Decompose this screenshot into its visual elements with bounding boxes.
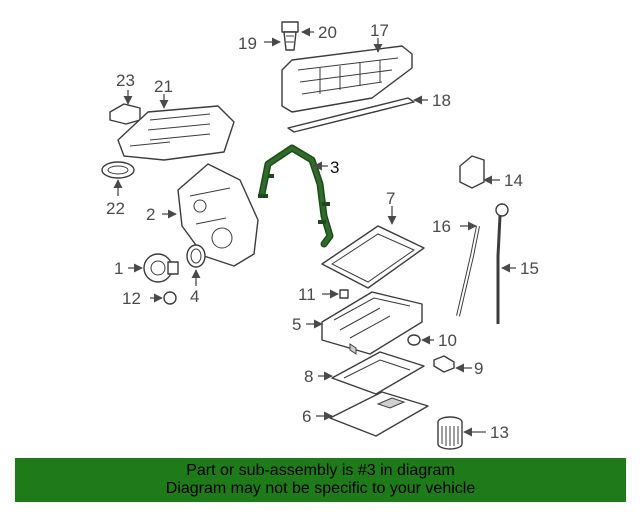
callout-2: 2 [146, 205, 155, 224]
callout-4: 4 [190, 287, 199, 306]
callout-labels: 19 20 17 18 23 21 22 2 3 7 1 4 12 11 5 1… [106, 21, 539, 442]
callout-6: 6 [302, 407, 311, 426]
part-16-tube[interactable] [456, 225, 480, 317]
callout-8: 8 [304, 367, 313, 386]
callout-14: 14 [504, 171, 523, 190]
part-9-bolt[interactable] [433, 355, 455, 373]
info-banner: Part or sub-assembly is #3 in diagram Di… [15, 458, 626, 502]
callout-15: 15 [520, 259, 539, 278]
callout-12: 12 [122, 289, 141, 308]
part-10-plug[interactable] [407, 334, 421, 346]
callout-23: 23 [116, 71, 135, 90]
part-5-oil-pan[interactable] [321, 291, 423, 355]
banner-line-2: Diagram may not be specific to your vehi… [165, 480, 476, 497]
part-7-pan-gasket[interactable] [321, 225, 425, 289]
callout-20: 20 [318, 23, 337, 42]
part-21-intake-manifold[interactable] [117, 105, 235, 161]
callout-11: 11 [298, 285, 316, 304]
callout-3: 3 [330, 158, 339, 177]
callout-7: 7 [386, 189, 395, 208]
banner-line-1: Part or sub-assembly is #3 in diagram [186, 462, 455, 479]
part-3-gasket-highlighted[interactable] [258, 144, 334, 248]
part-15-dipstick[interactable] [495, 203, 509, 324]
part-8-baffle[interactable] [331, 351, 425, 395]
callout-16: 16 [432, 217, 451, 236]
part-22-seal[interactable] [101, 161, 135, 179]
callout-9: 9 [474, 359, 483, 378]
part-13-oil-filter[interactable] [437, 416, 463, 450]
callout-18: 18 [432, 91, 451, 110]
callout-1: 1 [114, 259, 123, 278]
callout-13: 13 [490, 423, 509, 442]
part-14-bracket[interactable] [459, 155, 485, 189]
part-4-seal[interactable] [186, 244, 206, 268]
part-1-balancer[interactable] [143, 253, 179, 283]
callout-10: 10 [438, 331, 457, 350]
part-20-cap[interactable] [281, 21, 299, 51]
callout-21: 21 [154, 77, 173, 96]
callout-5: 5 [292, 315, 301, 334]
part-2-timing-cover[interactable] [177, 163, 259, 267]
part-6-tray[interactable] [329, 391, 429, 437]
callout-17: 17 [370, 21, 389, 40]
callout-22: 22 [106, 199, 125, 218]
callout-19: 19 [238, 34, 257, 53]
part-17-valve-cover[interactable] [281, 45, 413, 113]
part-11-bolt[interactable] [339, 289, 349, 299]
callout-arrows [113, 27, 516, 437]
part-23-bracket[interactable] [109, 103, 141, 125]
part-12-washer[interactable] [163, 291, 177, 305]
